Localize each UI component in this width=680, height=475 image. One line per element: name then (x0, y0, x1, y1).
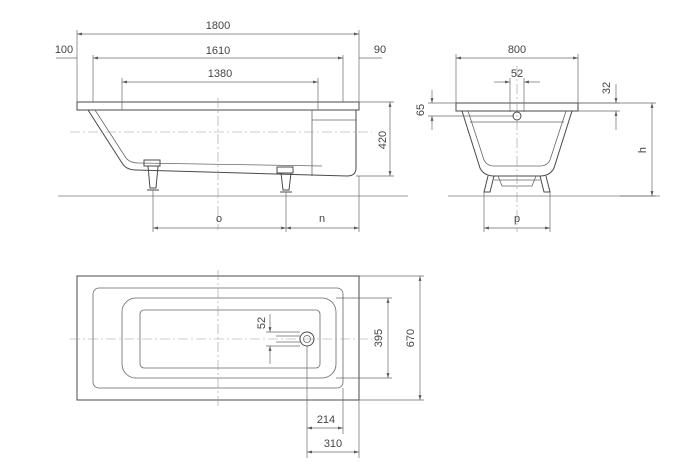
dim-top-drain-end-distance: 310 (324, 438, 342, 450)
dim-top-drain-offset: 52 (256, 317, 268, 329)
dim-overall-length: 1800 (206, 20, 230, 32)
dim-end-height: h (637, 147, 649, 153)
top-basin-floor (139, 309, 321, 369)
end-legs (483, 175, 551, 193)
dim-end-rim-depth: 65 (415, 104, 427, 116)
dim-end-rim-thickness: 32 (601, 82, 613, 94)
dim-leg-spacing: p (514, 213, 520, 225)
side-leg-right (276, 166, 294, 193)
end-view: 800 52 65 32 h p (415, 44, 660, 232)
dim-top-outer-width: 670 (405, 329, 417, 347)
top-view: 52 395 670 214 310 (70, 270, 424, 458)
side-leg-left (143, 159, 161, 191)
dim-top-inner-width: 395 (373, 329, 385, 347)
side-tub-body (87, 109, 357, 177)
dim-right-rim: 90 (374, 44, 386, 56)
side-view: 1800 100 1610 90 1380 420 o n (55, 20, 408, 232)
dim-end-width: 800 (508, 44, 526, 56)
dim-leg-n: n (319, 213, 325, 225)
dim-top-drain-distance: 214 (317, 414, 335, 426)
dim-left-rim: 100 (55, 44, 73, 56)
dim-inner-length: 1610 (206, 45, 230, 57)
dim-leg-o: o (216, 213, 222, 225)
dim-height: 420 (377, 131, 389, 149)
top-basin (121, 297, 337, 379)
side-tub-inner (94, 109, 323, 167)
dim-bottom-length: 1380 (208, 68, 232, 80)
dim-end-drain-offset: 52 (511, 68, 523, 80)
